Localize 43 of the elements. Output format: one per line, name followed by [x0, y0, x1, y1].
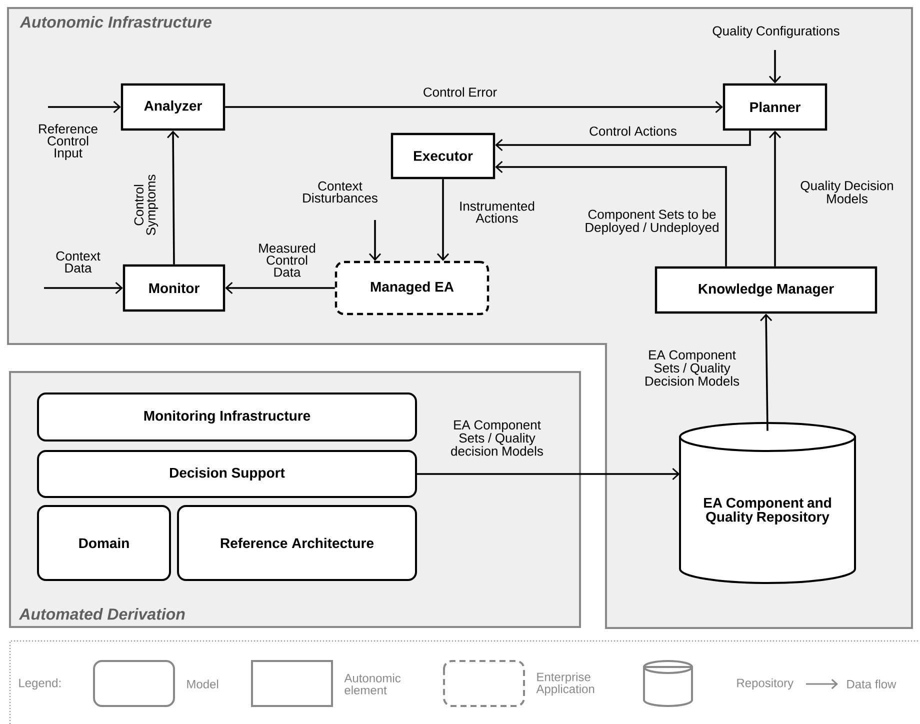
arrow [44, 282, 123, 294]
arrow [768, 50, 782, 84]
edge-label: Component Sets to be Deployed / Undeployed [586, 209, 718, 235]
arrow [417, 468, 680, 480]
element-box: Executor [390, 132, 496, 180]
arrow [760, 314, 772, 431]
element-box: Knowledge Manager [654, 266, 878, 314]
repository-cylinder: EA Component and Quality Repository [679, 422, 856, 584]
edge-label: Control Symptoms [134, 174, 158, 236]
legend-text: Repository [737, 678, 794, 690]
arrow [436, 179, 450, 261]
arrow [225, 282, 335, 294]
model-box: Domain [37, 505, 171, 581]
legend-text: Autonomic element [344, 674, 401, 694]
legend-text: Model [187, 680, 218, 688]
edge-label: EA Component Sets / Quality decision Models [451, 420, 543, 456]
arrow [768, 130, 782, 266]
legend-title: Legend: [19, 678, 60, 690]
edge-label: EA Component Sets / Quality Decision Models [646, 350, 740, 386]
arrow [48, 100, 121, 114]
model-box: Decision Support [37, 450, 417, 498]
legend-text: Enterprise Application [536, 672, 594, 696]
edge-label: Context Disturbances [303, 181, 378, 203]
arrow [167, 130, 180, 264]
arrow [495, 130, 751, 152]
edge-label: Control Actions [590, 126, 676, 136]
edge-label: Control Error [424, 87, 497, 97]
element-box: Planner [722, 83, 828, 131]
edge-label: Instrumented Actions [460, 201, 534, 223]
arrow [225, 100, 723, 114]
edge-label: Reference Control Input [39, 124, 98, 160]
application-box: Managed EA [334, 260, 490, 316]
element-box: Monitor [122, 264, 226, 312]
edge-label: Context Data [56, 251, 100, 273]
legend-text: Data flow [847, 680, 896, 688]
edge-label: Quality Configurations [712, 26, 840, 38]
arrow [495, 160, 727, 266]
edge-label: Quality Decision Models [800, 180, 893, 204]
arrow [368, 220, 382, 261]
edge-label: Measured Control Data [259, 243, 316, 277]
model-box: Reference Architecture [177, 505, 417, 581]
element-box: Analyzer [120, 83, 226, 131]
model-box: Monitoring Infrastructure [37, 392, 417, 442]
